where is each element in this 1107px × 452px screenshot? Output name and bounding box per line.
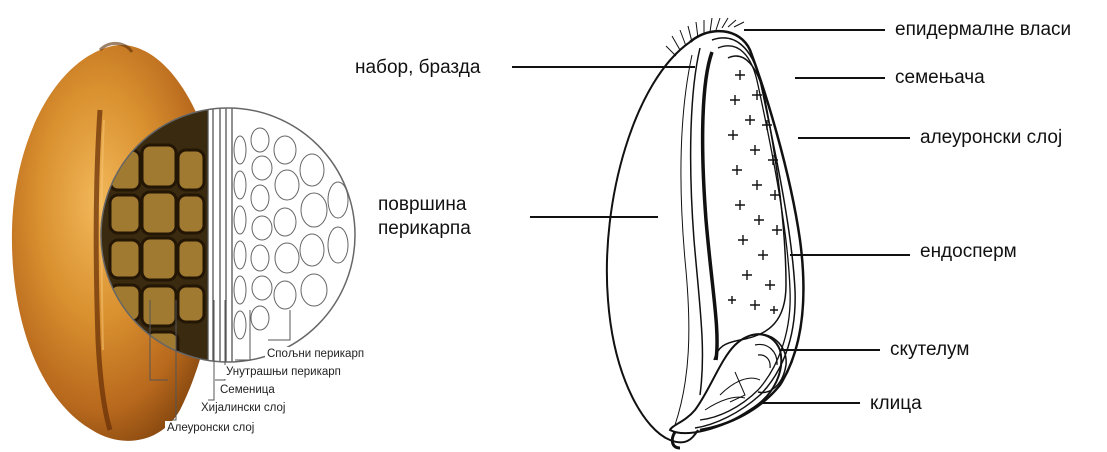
- label-pericarp-surface-1: површина: [378, 193, 466, 216]
- wheat-grain-photo-panel: Спољни перикарп Унутрашњи перикарп Семен…: [0, 0, 370, 452]
- label-hyaline-layer: Хијалински слој: [199, 401, 287, 415]
- wheat-grain-illustration: [0, 0, 370, 452]
- label-scutellum: скутелум: [890, 338, 969, 361]
- label-epidermal-hairs: епидермалне власи: [895, 18, 1071, 41]
- epidermal-hairs: [666, 18, 744, 56]
- label-crease: набор, бразда: [355, 56, 480, 79]
- endosperm-starch-marks: [728, 70, 782, 314]
- label-aleurone-layer: Алеуронски слој: [165, 421, 256, 435]
- label-aleurone-right: алеуронски слој: [920, 126, 1062, 149]
- endosperm-outline: [714, 56, 786, 360]
- label-seed-coat: Семеница: [218, 383, 277, 397]
- label-seed-coat-right: семењача: [895, 66, 985, 89]
- label-inner-pericarp: Унутрашњи перикарп: [224, 365, 343, 379]
- grain-section-drawing-panel: епидермалне власи набор, бразда семењача…: [340, 0, 1107, 452]
- label-pericarp-surface-2: перикарпа: [378, 217, 471, 240]
- right-pointer-lines: [512, 30, 910, 403]
- label-endosperm: ендосперм: [920, 240, 1017, 263]
- label-germ: клица: [870, 392, 922, 415]
